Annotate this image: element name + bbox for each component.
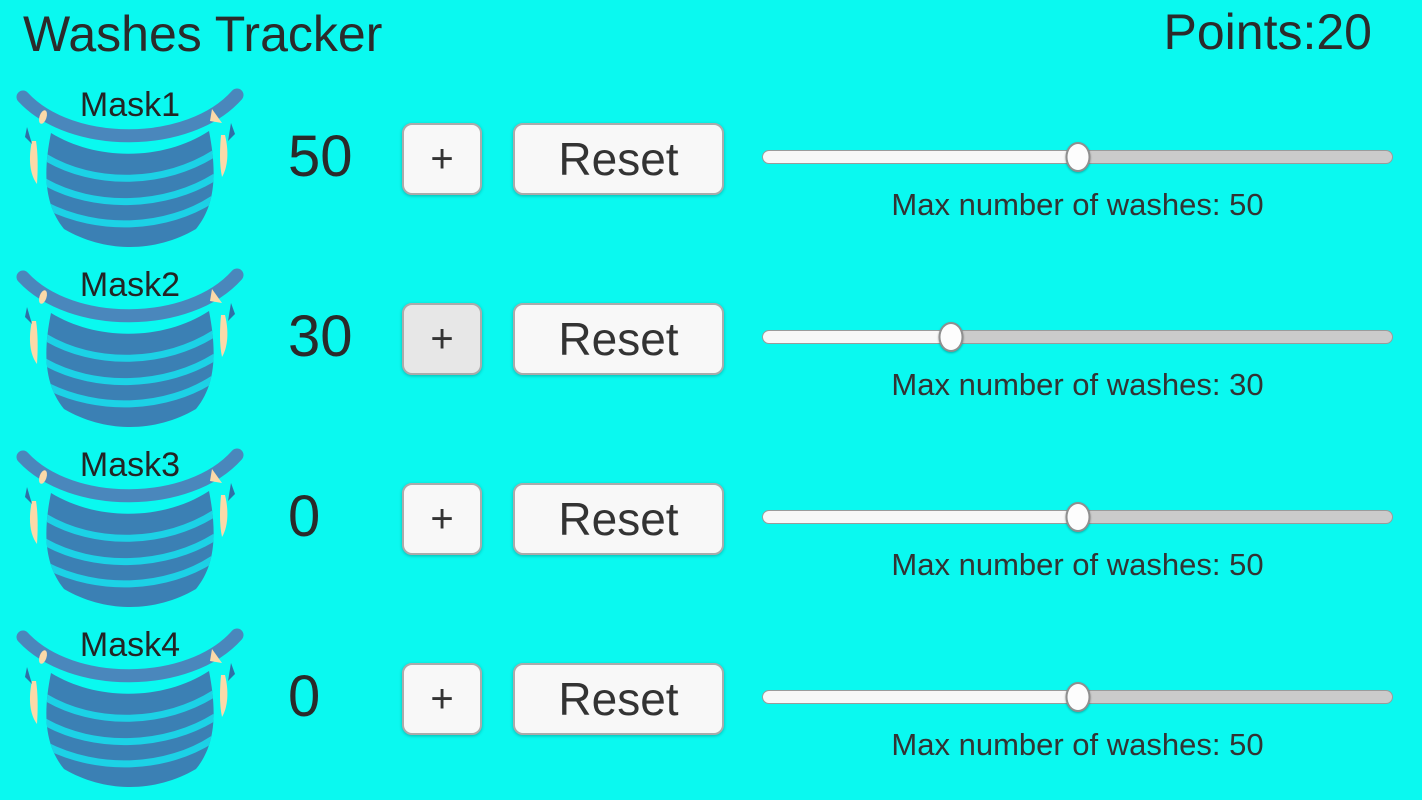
mask-name-label: Mask2 — [79, 266, 181, 304]
wash-count: 30 — [288, 304, 353, 369]
reset-button[interactable]: Reset — [513, 483, 724, 555]
max-washes-slider[interactable] — [762, 502, 1393, 532]
mask-name-label: Mask4 — [79, 626, 181, 664]
max-washes-slider-group: Max number of washes: 50 — [762, 435, 1393, 615]
face-mask-graphic — [16, 448, 244, 607]
face-mask-icon: Mask4 — [15, 621, 245, 791]
wash-count: 50 — [288, 124, 353, 189]
max-washes-label: Max number of washes: 50 — [891, 727, 1264, 762]
slider-fill — [763, 511, 1078, 523]
max-washes-slider-group: Max number of washes: 30 — [762, 255, 1393, 435]
max-washes-slider-group: Max number of washes: 50 — [762, 615, 1393, 795]
slider-thumb[interactable] — [1065, 682, 1090, 712]
slider-thumb[interactable] — [938, 322, 964, 352]
max-washes-slider[interactable] — [762, 142, 1393, 172]
mask-row: Mask1 50 + Reset Max number of washes: 5… — [0, 75, 1422, 255]
max-washes-label: Max number of washes: 30 — [891, 367, 1264, 402]
face-mask-icon: Mask3 — [15, 441, 245, 611]
wash-count: 0 — [288, 484, 321, 549]
max-washes-label: Max number of washes: 50 — [891, 547, 1264, 582]
slider-fill — [763, 151, 1078, 163]
slider-thumb[interactable] — [1065, 142, 1090, 172]
face-mask-icon: Mask2 — [15, 261, 245, 431]
increment-button[interactable]: + — [402, 123, 482, 195]
slider-track[interactable] — [762, 330, 1393, 344]
reset-button[interactable]: Reset — [513, 303, 724, 375]
mask-name-label: Mask3 — [79, 446, 181, 484]
max-washes-label: Max number of washes: 50 — [891, 187, 1264, 222]
slider-fill — [763, 691, 1078, 703]
points-display: Points:20 — [1164, 4, 1372, 62]
face-mask-icon: Mask1 — [15, 81, 245, 251]
reset-button[interactable]: Reset — [513, 663, 724, 735]
max-washes-slider[interactable] — [762, 322, 1393, 352]
points-label: Points: — [1163, 4, 1317, 60]
mask-row: Mask2 30 + Reset Max number of washes: 3… — [0, 255, 1422, 435]
wash-count: 0 — [288, 664, 321, 729]
mask-name-label: Mask1 — [79, 86, 181, 124]
max-washes-slider[interactable] — [762, 682, 1393, 712]
reset-button[interactable]: Reset — [513, 123, 724, 195]
face-mask-graphic — [16, 628, 244, 787]
slider-fill — [763, 331, 952, 343]
page-title: Washes Tracker — [23, 6, 383, 62]
increment-button[interactable]: + — [402, 483, 482, 555]
mask-row: Mask4 0 + Reset Max number of washes: 50 — [0, 615, 1422, 795]
face-mask-graphic — [16, 268, 244, 427]
points-value: 20 — [1316, 4, 1372, 60]
slider-thumb[interactable] — [1065, 502, 1090, 532]
increment-button[interactable]: + — [402, 303, 482, 375]
increment-button[interactable]: + — [402, 663, 482, 735]
max-washes-slider-group: Max number of washes: 50 — [762, 75, 1393, 255]
face-mask-graphic — [16, 88, 244, 247]
mask-row: Mask3 0 + Reset Max number of washes: 50 — [0, 435, 1422, 615]
